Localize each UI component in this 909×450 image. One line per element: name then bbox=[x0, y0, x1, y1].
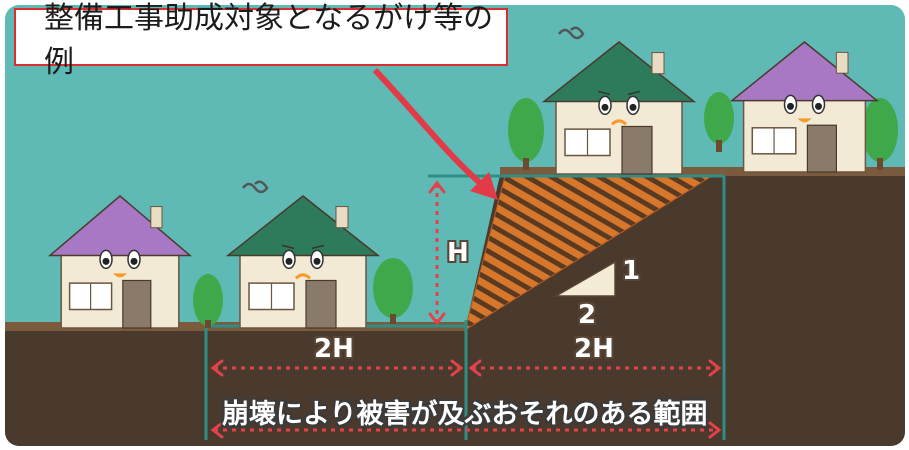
ground bbox=[5, 175, 905, 446]
slope-rise-label: 1 bbox=[622, 256, 641, 286]
house-2 bbox=[225, 180, 381, 329]
height-label: H bbox=[447, 238, 469, 268]
ratio-triangle bbox=[553, 260, 616, 297]
pointer-arrow bbox=[372, 67, 488, 191]
right-width-label: 2H bbox=[574, 334, 614, 364]
trees bbox=[193, 92, 898, 326]
slope-run-label: 2 bbox=[578, 300, 597, 330]
house-1 bbox=[47, 195, 193, 329]
title-text: 整備工事助成対象となるがけ等の例 bbox=[44, 1, 494, 80]
left-width-label: 2H bbox=[314, 334, 354, 364]
house-4 bbox=[729, 41, 880, 173]
range-caption: 崩壊により被害が及ぶおそれのある範囲 bbox=[222, 399, 708, 430]
title-banner: 整備工事助成対象となるがけ等の例 bbox=[14, 1, 508, 80]
house-3 bbox=[541, 26, 697, 175]
